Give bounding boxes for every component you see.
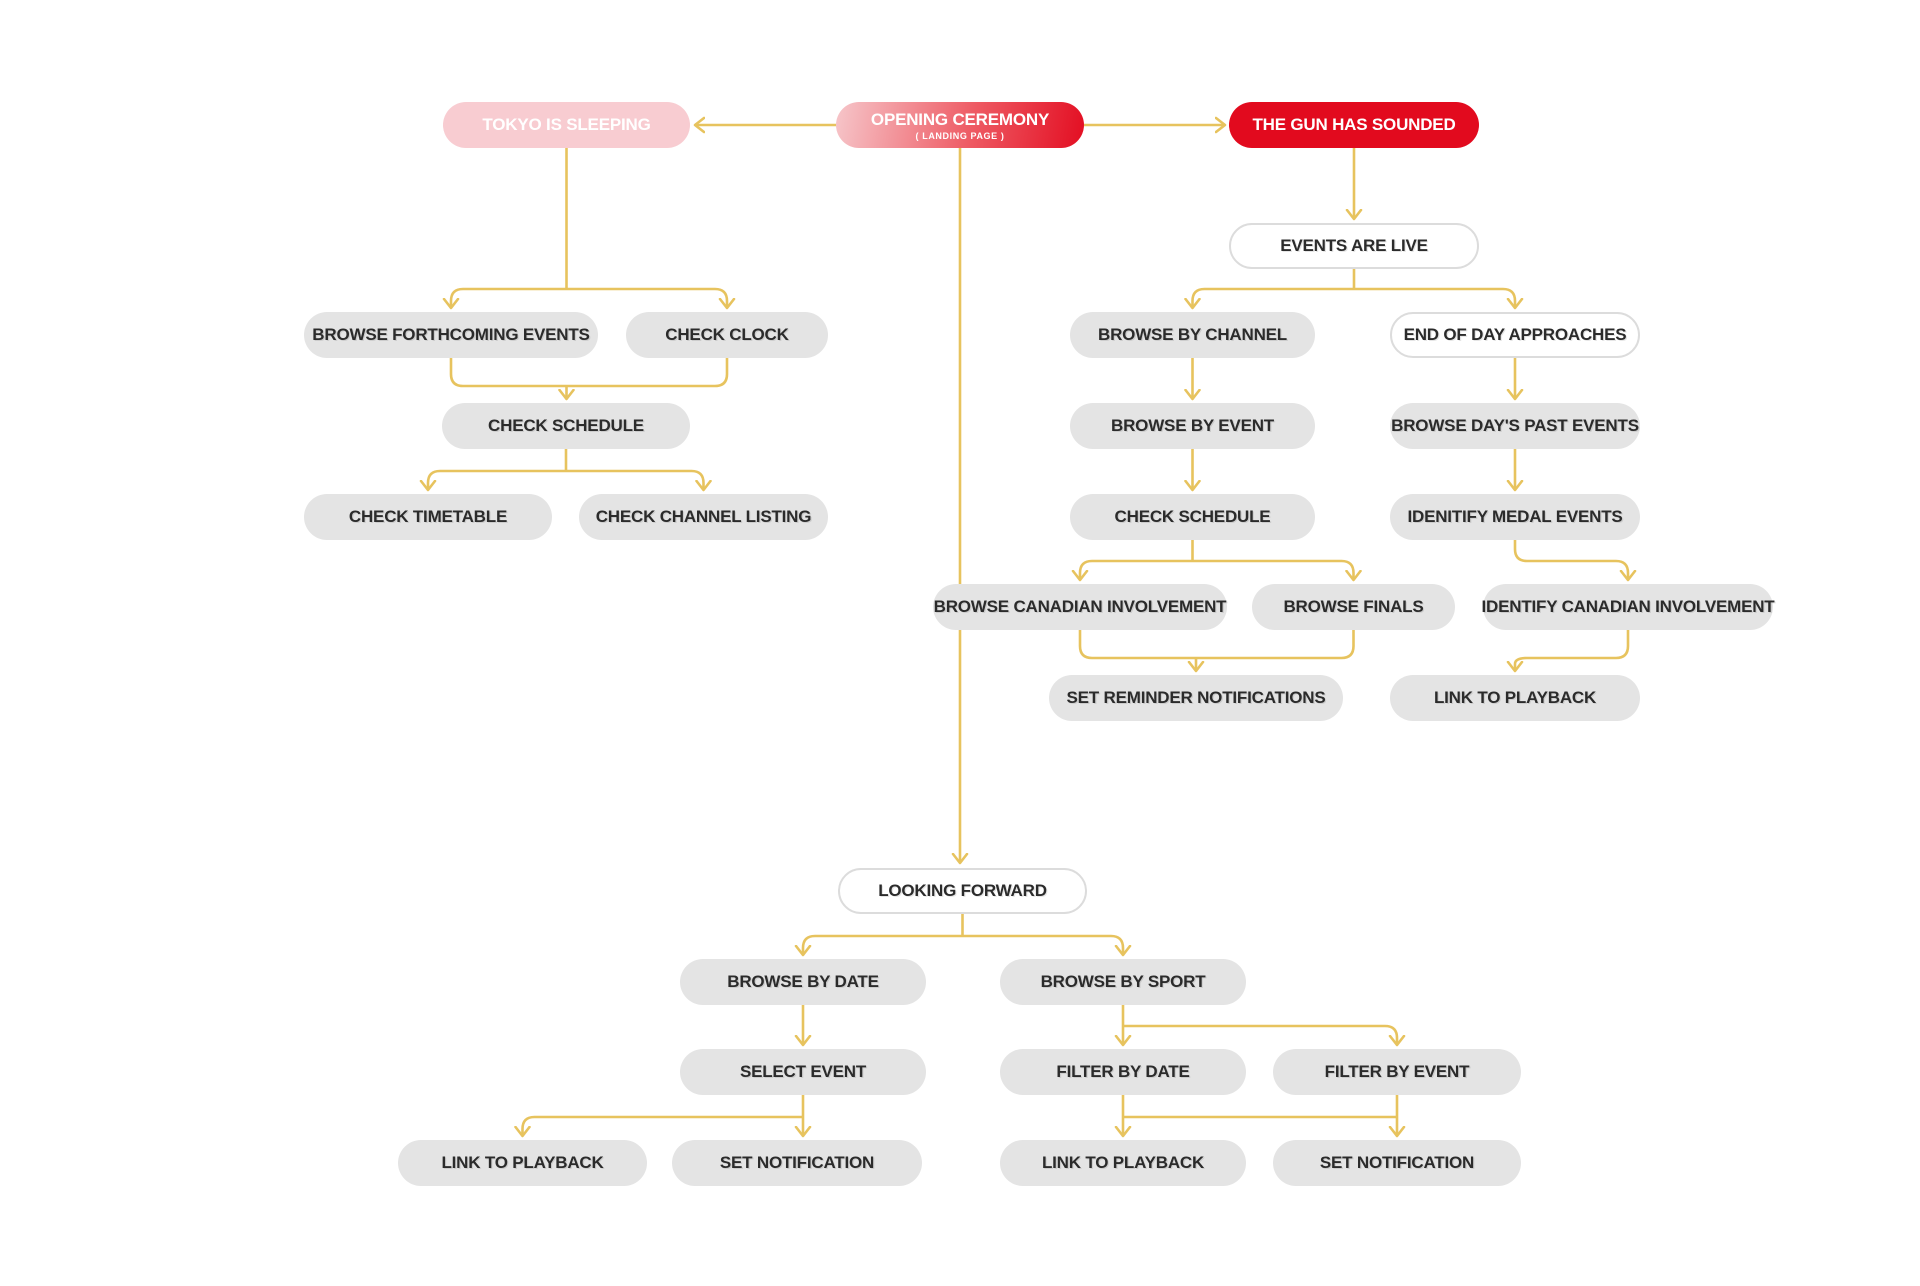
node-label: SET REMINDER NOTIFICATIONS bbox=[1066, 688, 1326, 707]
node-check-clock: CHECK CLOCK bbox=[626, 312, 828, 358]
node-label: OPENING CEREMONY bbox=[870, 109, 1050, 129]
node-browse-by-sport: BROWSE BY SPORT bbox=[1000, 959, 1246, 1005]
node-identify-canadian-involvement: IDENTIFY CANADIAN INVOLVEMENT bbox=[1481, 584, 1775, 630]
node-browse-forthcoming-events: BROWSE FORTHCOMING EVENTS bbox=[304, 312, 598, 358]
node-label: BROWSE BY CHANNEL bbox=[1098, 325, 1287, 344]
node-label: LOOKING FORWARD bbox=[878, 881, 1047, 900]
node-label: BROWSE BY SPORT bbox=[1040, 972, 1206, 991]
node-select-event: SELECT EVENT bbox=[680, 1049, 926, 1095]
node-filter-by-date: FILTER BY DATE bbox=[1000, 1049, 1246, 1095]
node-label: LINK TO PLAYBACK bbox=[1041, 1153, 1205, 1172]
node-check-schedule-right: CHECK SCHEDULE bbox=[1070, 494, 1315, 540]
node-label: BROWSE FORTHCOMING EVENTS bbox=[312, 325, 590, 344]
node-label: BROWSE DAY'S PAST EVENTS bbox=[1391, 416, 1639, 435]
node-label: THE GUN HAS SOUNDED bbox=[1252, 115, 1456, 134]
node-label: SET NOTIFICATION bbox=[719, 1153, 875, 1172]
node-set-notification-sport: SET NOTIFICATION bbox=[1273, 1140, 1521, 1186]
node-check-schedule-left: CHECK SCHEDULE bbox=[442, 403, 690, 449]
node-link-to-playback-sport: LINK TO PLAYBACK bbox=[1000, 1140, 1246, 1186]
node-end-of-day-approaches: END OF DAY APPROACHES bbox=[1390, 312, 1640, 358]
node-browse-by-channel: BROWSE BY CHANNEL bbox=[1070, 312, 1315, 358]
node-link-to-playback-date: LINK TO PLAYBACK bbox=[398, 1140, 647, 1186]
node-sublabel: ( LANDING PAGE ) bbox=[915, 130, 1005, 141]
node-tokyo-is-sleeping: TOKYO IS SLEEPING bbox=[443, 102, 690, 148]
node-set-reminder-notifications: SET REMINDER NOTIFICATIONS bbox=[1049, 675, 1343, 721]
node-label: LINK TO PLAYBACK bbox=[441, 1153, 604, 1172]
node-label: LINK TO PLAYBACK bbox=[1433, 688, 1597, 707]
node-label: BROWSE CANADIAN INVOLVEMENT bbox=[933, 597, 1227, 616]
node-browse-by-date: BROWSE BY DATE bbox=[680, 959, 926, 1005]
node-set-notification-date: SET NOTIFICATION bbox=[672, 1140, 922, 1186]
node-label: SELECT EVENT bbox=[739, 1062, 867, 1081]
node-label: FILTER BY EVENT bbox=[1324, 1062, 1470, 1081]
node-label: CHECK CLOCK bbox=[665, 325, 789, 344]
node-check-channel-listing: CHECK CHANNEL LISTING bbox=[579, 494, 828, 540]
node-browse-days-past-events: BROWSE DAY'S PAST EVENTS bbox=[1390, 403, 1640, 449]
node-link-to-playback-day-end: LINK TO PLAYBACK bbox=[1390, 675, 1640, 721]
node-label: EVENTS ARE LIVE bbox=[1280, 236, 1428, 255]
node-label: BROWSE BY EVENT bbox=[1111, 416, 1274, 435]
node-events-are-live: EVENTS ARE LIVE bbox=[1229, 223, 1479, 269]
node-check-timetable: CHECK TIMETABLE bbox=[304, 494, 552, 540]
node-label: END OF DAY APPROACHES bbox=[1403, 325, 1627, 344]
node-label: BROWSE BY DATE bbox=[727, 972, 879, 991]
node-browse-finals: BROWSE FINALS bbox=[1252, 584, 1455, 630]
node-filter-by-event: FILTER BY EVENT bbox=[1273, 1049, 1521, 1095]
node-the-gun-has-sounded: THE GUN HAS SOUNDED bbox=[1229, 102, 1479, 148]
node-label: BROWSE FINALS bbox=[1283, 597, 1424, 616]
node-label: CHECK SCHEDULE bbox=[488, 416, 644, 435]
node-label: IDENTIFY CANADIAN INVOLVEMENT bbox=[1481, 597, 1775, 616]
node-label: SET NOTIFICATION bbox=[1319, 1153, 1475, 1172]
node-browse-by-event: BROWSE BY EVENT bbox=[1070, 403, 1315, 449]
node-looking-forward: LOOKING FORWARD bbox=[838, 868, 1087, 914]
node-opening-ceremony: OPENING CEREMONY ( LANDING PAGE ) bbox=[836, 102, 1084, 148]
node-label: IDENITIFY MEDAL EVENTS bbox=[1407, 507, 1623, 526]
node-label: TOKYO IS SLEEPING bbox=[482, 115, 651, 134]
node-label: CHECK SCHEDULE bbox=[1114, 507, 1271, 526]
node-identify-medal-events: IDENITIFY MEDAL EVENTS bbox=[1390, 494, 1640, 540]
node-label: CHECK CHANNEL LISTING bbox=[595, 507, 812, 526]
node-label: CHECK TIMETABLE bbox=[348, 507, 508, 526]
node-label: FILTER BY DATE bbox=[1056, 1062, 1190, 1081]
node-browse-canadian-involvement: BROWSE CANADIAN INVOLVEMENT bbox=[933, 584, 1227, 630]
